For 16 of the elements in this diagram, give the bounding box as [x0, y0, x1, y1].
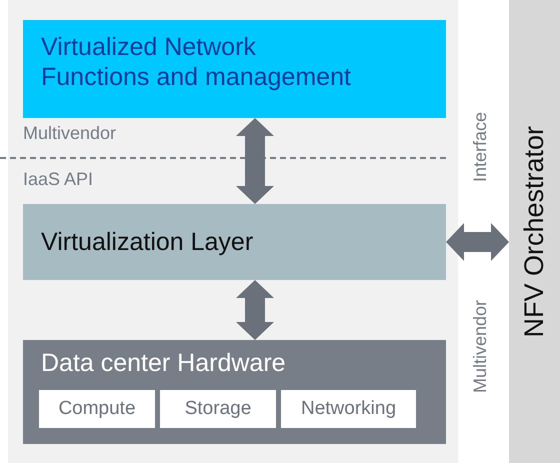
interface-label: Multivendor: [23, 124, 116, 144]
double-arrow: [236, 280, 274, 340]
interface-label: Multivendor: [471, 300, 491, 394]
double-arrow: [446, 223, 509, 261]
resource-box: Storage: [160, 390, 276, 428]
double-arrow: [236, 118, 274, 204]
orchestrator-box: [509, 0, 560, 463]
interface-label: Interface: [471, 112, 491, 182]
node-title: Data center Hardware: [41, 348, 286, 378]
resource-box: Compute: [39, 390, 155, 428]
function-layer-box: Virtualized Network Functions and management: [23, 20, 446, 118]
interface-label: IaaS API: [23, 170, 94, 190]
node-title: NFV Orchestrator: [518, 126, 550, 338]
resource-box: Networking: [281, 390, 416, 428]
hardware-box: [23, 340, 446, 444]
layer-box: Virtualization Layer: [23, 204, 446, 280]
